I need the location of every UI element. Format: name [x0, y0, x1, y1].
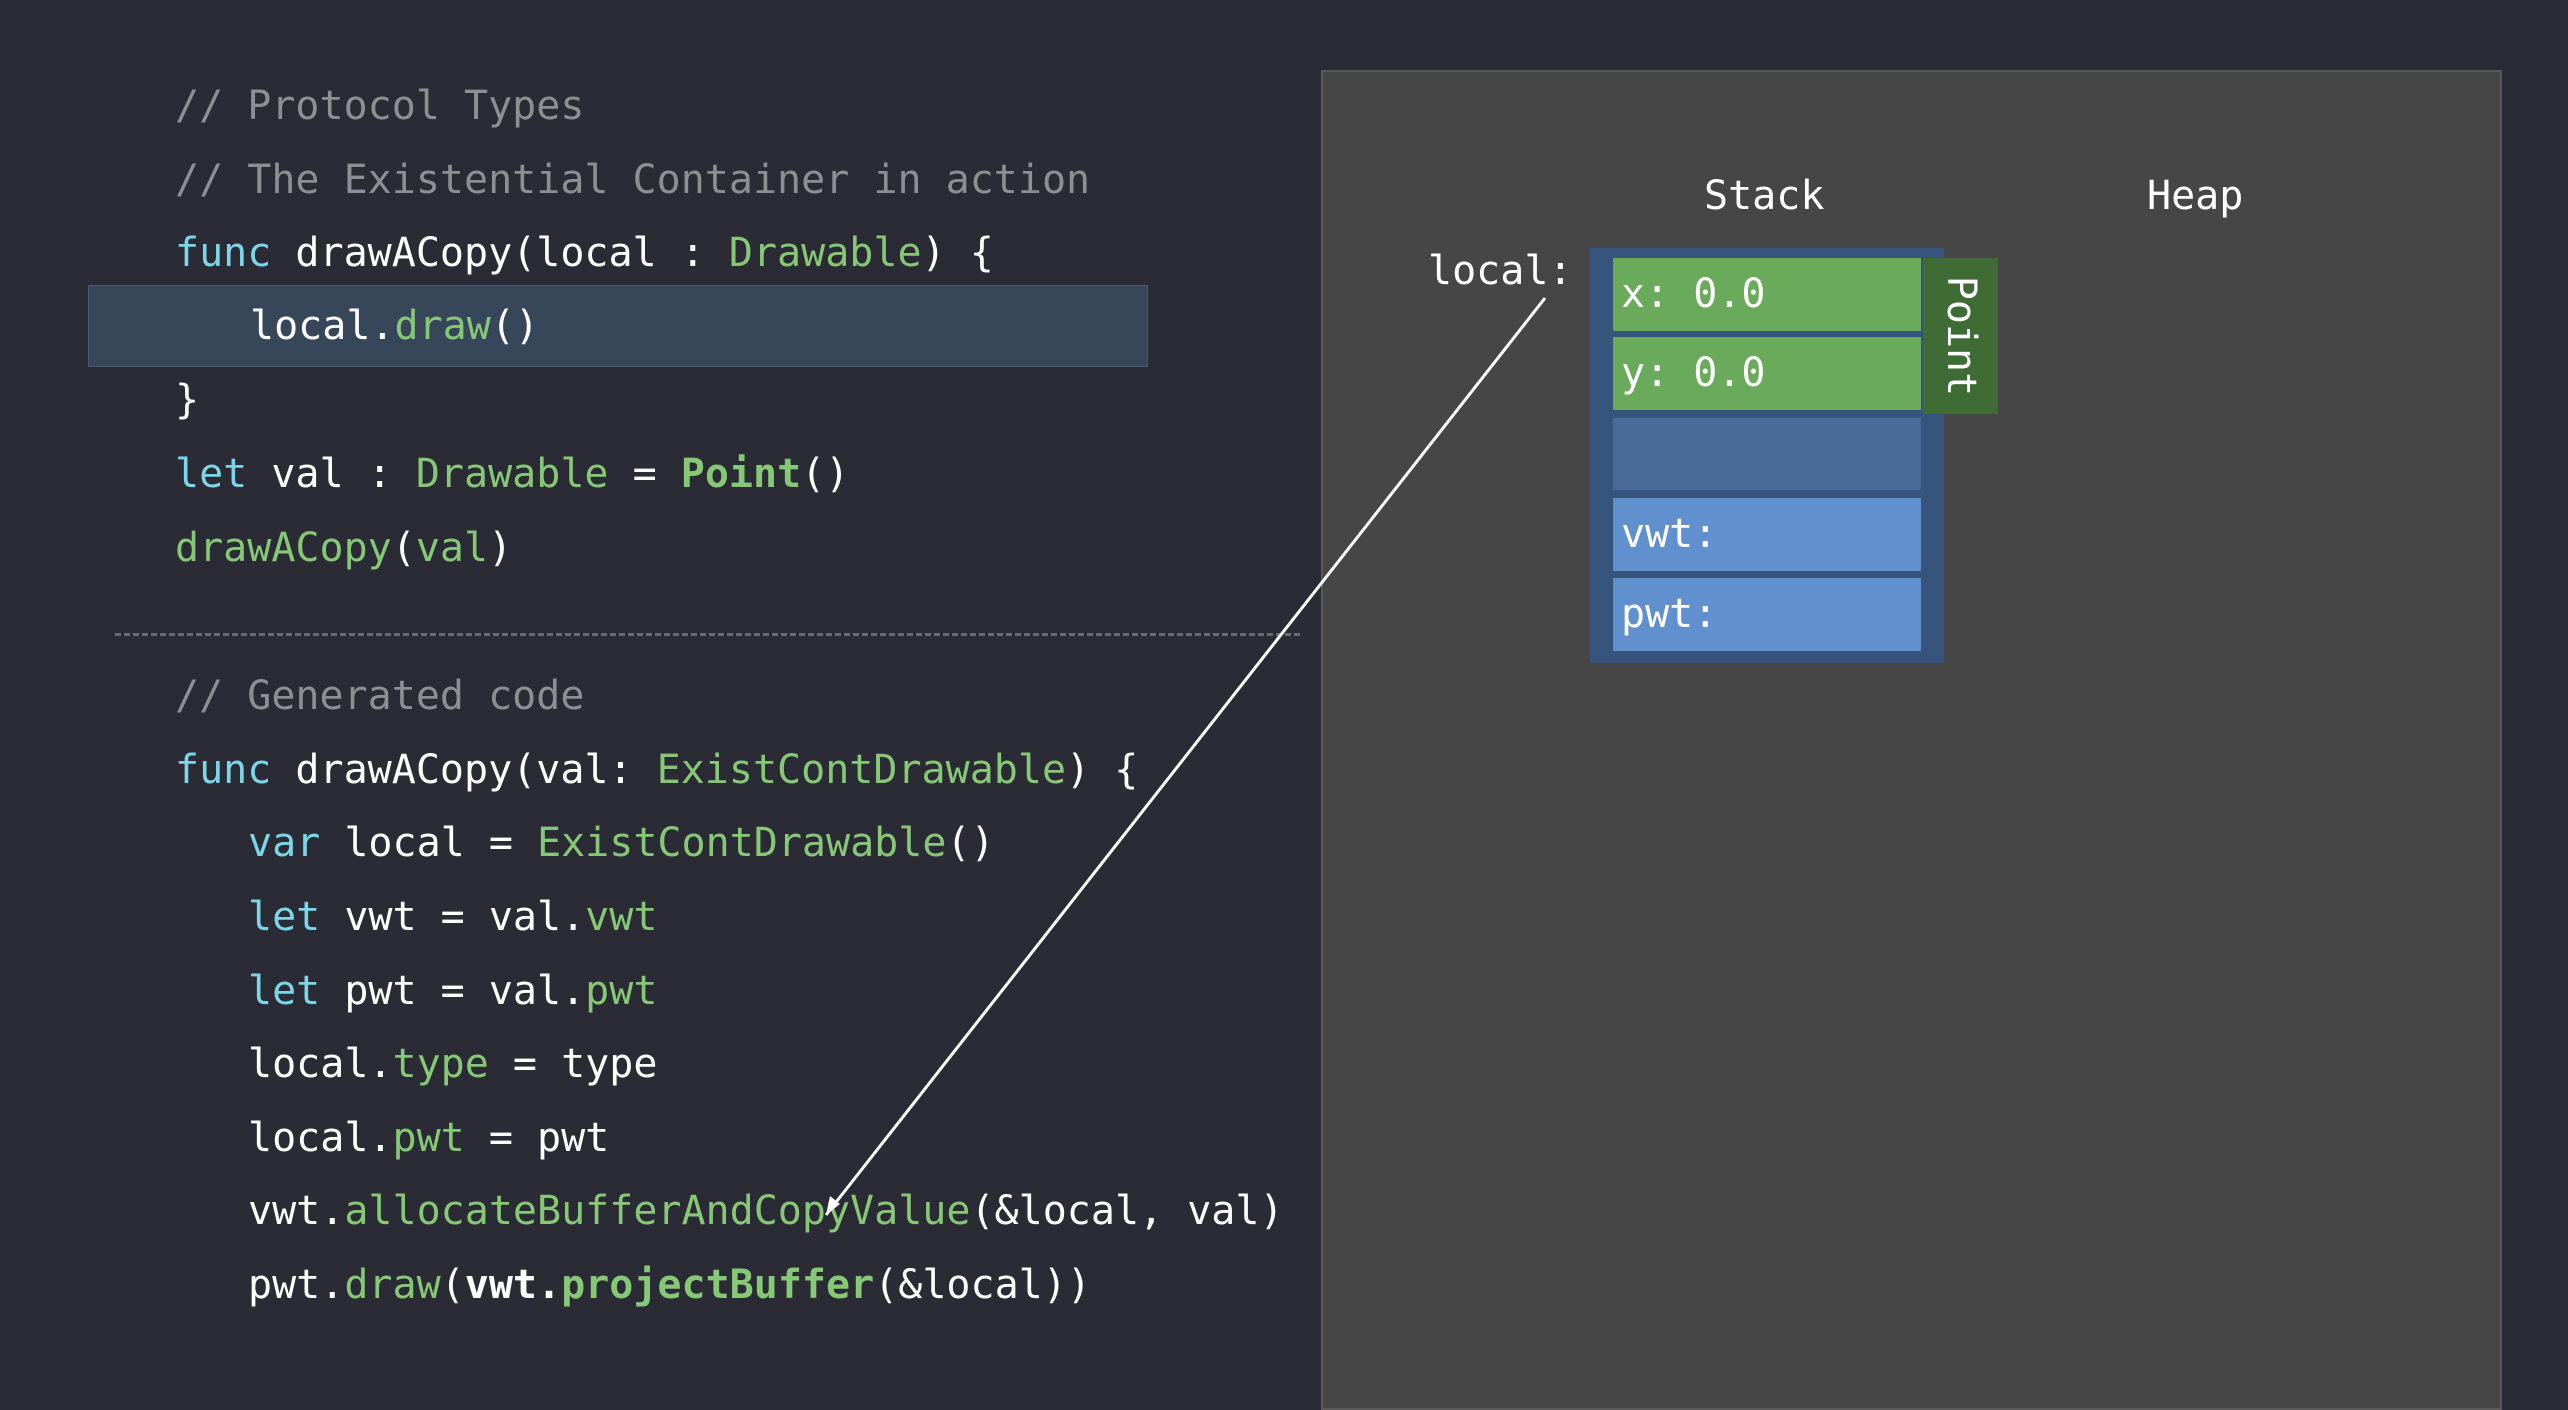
keyword: let: [175, 451, 248, 497]
code-line-allocate: vwt.allocateBufferAndCopyValue(&local, v…: [248, 1188, 1284, 1234]
vwt-cell: vwt:: [1613, 498, 1921, 571]
type-tag-point: Point: [1923, 258, 1998, 414]
property-name: pwt: [585, 968, 658, 1014]
current-line-highlight: [88, 285, 1148, 367]
pwt-cell: pwt:: [1613, 578, 1921, 651]
value-cell-y: y: 0.0: [1613, 337, 1921, 410]
code-line-func-decl: func drawACopy(local : Drawable) {: [175, 230, 994, 276]
property-name: vwt: [585, 894, 658, 940]
keyword: let: [248, 894, 321, 940]
type-name: ExistContDrawable: [537, 820, 947, 866]
code-comment-generated: // Generated code: [175, 673, 585, 719]
method-name: draw: [344, 1262, 441, 1308]
arrow-line: [824, 297, 1547, 1216]
code-line-local-type: local.type = type: [248, 1041, 658, 1087]
keyword: func: [175, 747, 272, 793]
code-line-let-vwt: let vwt = val.vwt: [248, 894, 658, 940]
code-line-var-local: var local = ExistContDrawable(): [248, 820, 995, 866]
section-divider: [115, 633, 1300, 636]
value-cell-x: x: 0.0: [1613, 258, 1921, 331]
keyword: func: [175, 230, 272, 276]
value-buffer-empty-cell: [1613, 418, 1921, 490]
function-call: drawACopy: [175, 525, 392, 571]
method-name: draw: [394, 303, 491, 349]
code-line-call: drawACopy(val): [175, 525, 513, 571]
code-line-pwt-draw: pwt.draw(vwt.projectBuffer(&local)): [248, 1262, 1091, 1308]
code-comment-existential: // The Existential Container in action: [175, 157, 1091, 203]
code-line-let-pwt: let pwt = val.pwt: [248, 968, 658, 1014]
property-name: type: [392, 1041, 489, 1087]
heap-label: Heap: [2147, 173, 2244, 219]
code-comment-protocol-types: // Protocol Types: [175, 83, 585, 129]
type-name: Drawable: [415, 451, 609, 497]
code-line-let-val: let val : Drawable = Point(): [175, 451, 850, 497]
property-name: pwt: [392, 1115, 465, 1161]
type-name: ExistContDrawable: [656, 747, 1067, 793]
code-line-gen-func: func drawACopy(val: ExistContDrawable) {: [175, 747, 1139, 793]
method-name: allocateBufferAndCopyValue: [344, 1188, 971, 1234]
local-label: local:: [1428, 248, 1573, 294]
code-line-local-pwt: local.pwt = pwt: [248, 1115, 610, 1161]
arrow-head: [826, 1196, 840, 1215]
argument: val: [415, 525, 489, 571]
constructor-call: Point: [680, 451, 802, 497]
bold-receiver: vwt.: [464, 1262, 562, 1308]
code-line-close-brace: }: [175, 377, 200, 423]
keyword: let: [248, 968, 321, 1014]
stack-label: Stack: [1704, 173, 1825, 219]
type-name: Drawable: [728, 230, 922, 276]
code-line-local-draw: local.draw(): [250, 303, 539, 349]
keyword: var: [248, 820, 321, 866]
bold-method: projectBuffer: [561, 1262, 875, 1308]
